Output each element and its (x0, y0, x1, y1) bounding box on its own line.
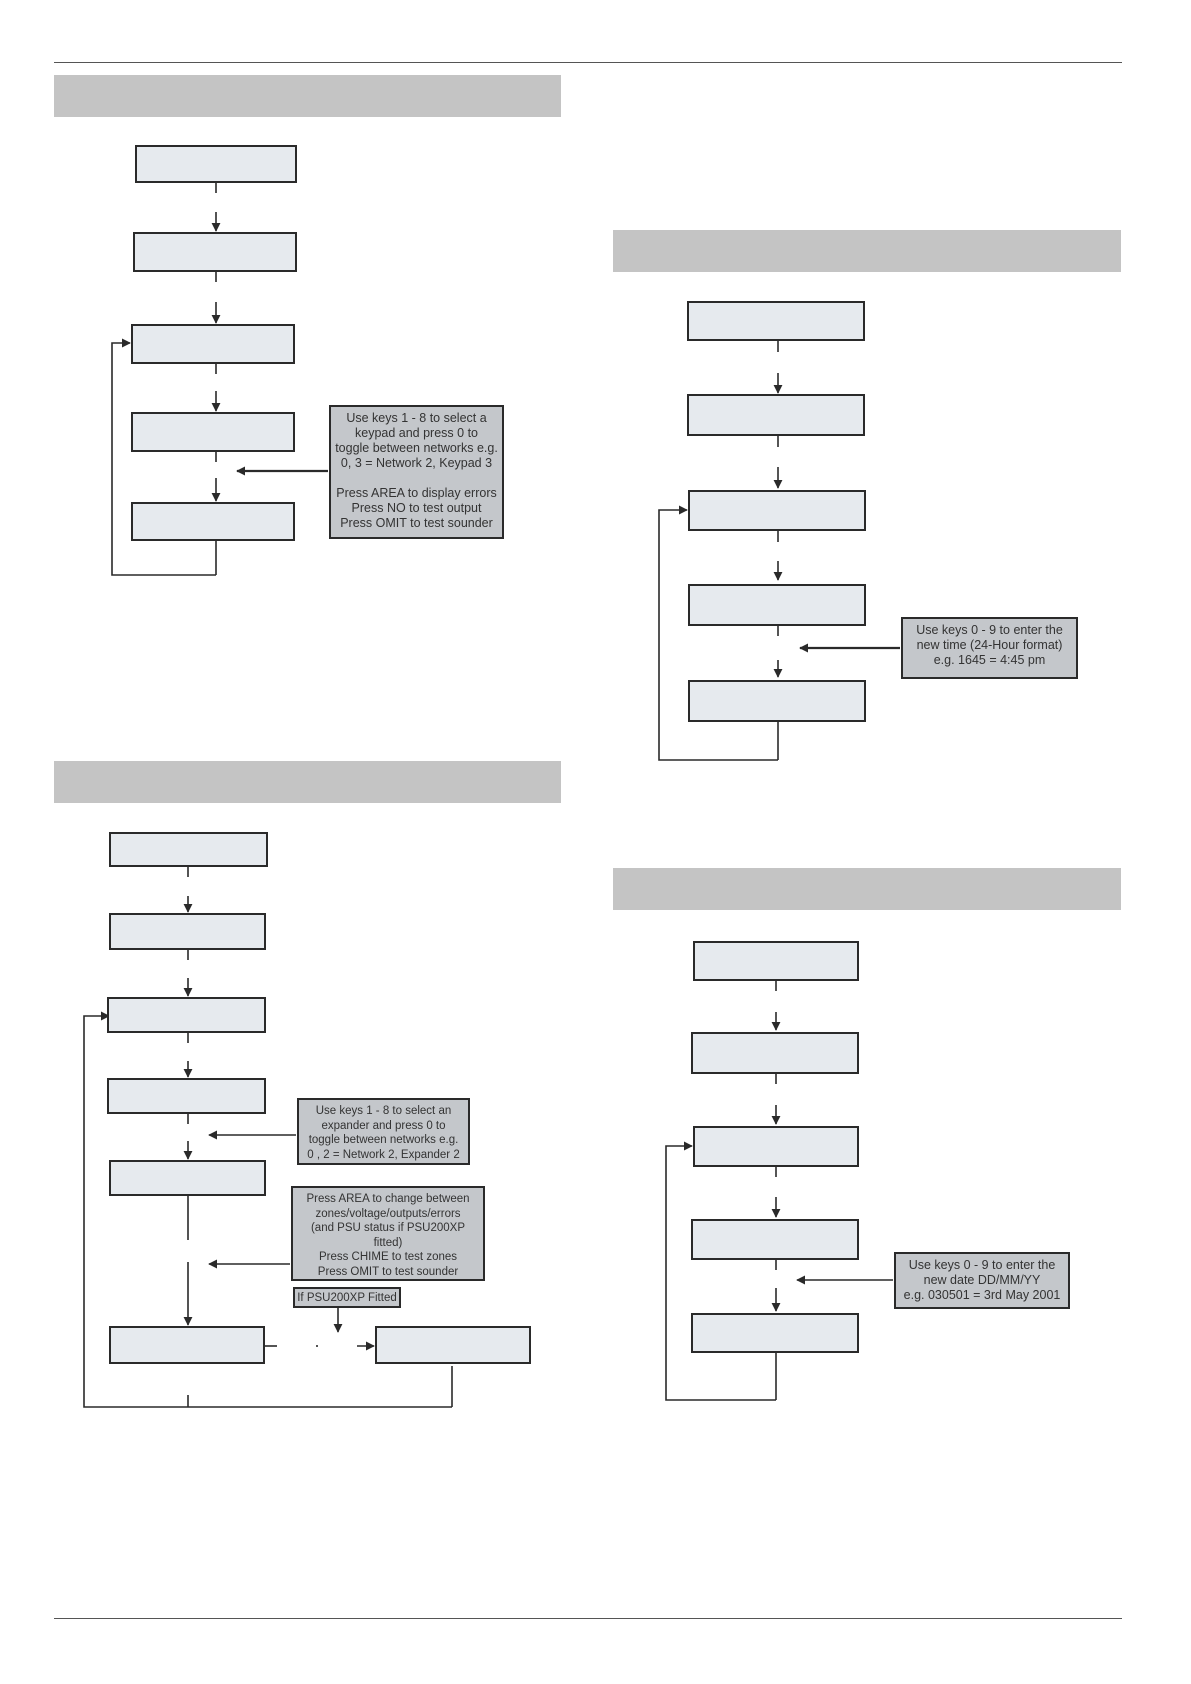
psu-status-display (375, 1326, 531, 1364)
expander-select-instructions: Use keys 1 - 8 to select an expander and… (297, 1098, 470, 1165)
expander-test-display-4 (107, 1078, 266, 1114)
set-time-display-3 (688, 490, 866, 531)
keypad-test-display-5 (131, 502, 295, 541)
set-date-display-1 (693, 941, 859, 981)
section-bar-keypad-test (54, 75, 561, 117)
keypad-test-instructions: Use keys 1 - 8 to select a keypad and pr… (329, 405, 504, 539)
set-time-display-2 (687, 394, 865, 436)
set-date-display-3 (693, 1126, 859, 1167)
keypad-test-display-2 (133, 232, 297, 272)
keypad-test-display-1 (135, 145, 297, 183)
expander-test-display-1 (109, 832, 268, 867)
section-bar-expander-test (54, 761, 561, 803)
expander-test-display-2 (109, 913, 266, 950)
top-rule (54, 62, 1122, 63)
expander-test-display-5 (109, 1160, 266, 1196)
psu-fitted-label: If PSU200XP Fitted (293, 1287, 401, 1308)
set-date-display-5 (691, 1313, 859, 1353)
set-date-display-4 (691, 1219, 859, 1260)
set-date-instructions: Use keys 0 - 9 to enter the new date DD/… (894, 1252, 1070, 1309)
expander-test-display-6 (109, 1326, 265, 1364)
keypad-test-display-3 (131, 324, 295, 364)
expander-test-instructions: Press AREA to change between zones/volta… (291, 1186, 485, 1281)
set-time-display-5 (688, 680, 866, 722)
expander-test-display-3 (107, 997, 266, 1033)
bottom-rule (54, 1618, 1122, 1619)
set-time-instructions: Use keys 0 - 9 to enter the new time (24… (901, 617, 1078, 679)
keypad-test-display-4 (131, 412, 295, 452)
set-date-display-2 (691, 1032, 859, 1074)
section-bar-set-date (613, 868, 1121, 910)
set-time-display-1 (687, 301, 865, 341)
set-time-display-4 (688, 584, 866, 626)
section-bar-set-time (613, 230, 1121, 272)
